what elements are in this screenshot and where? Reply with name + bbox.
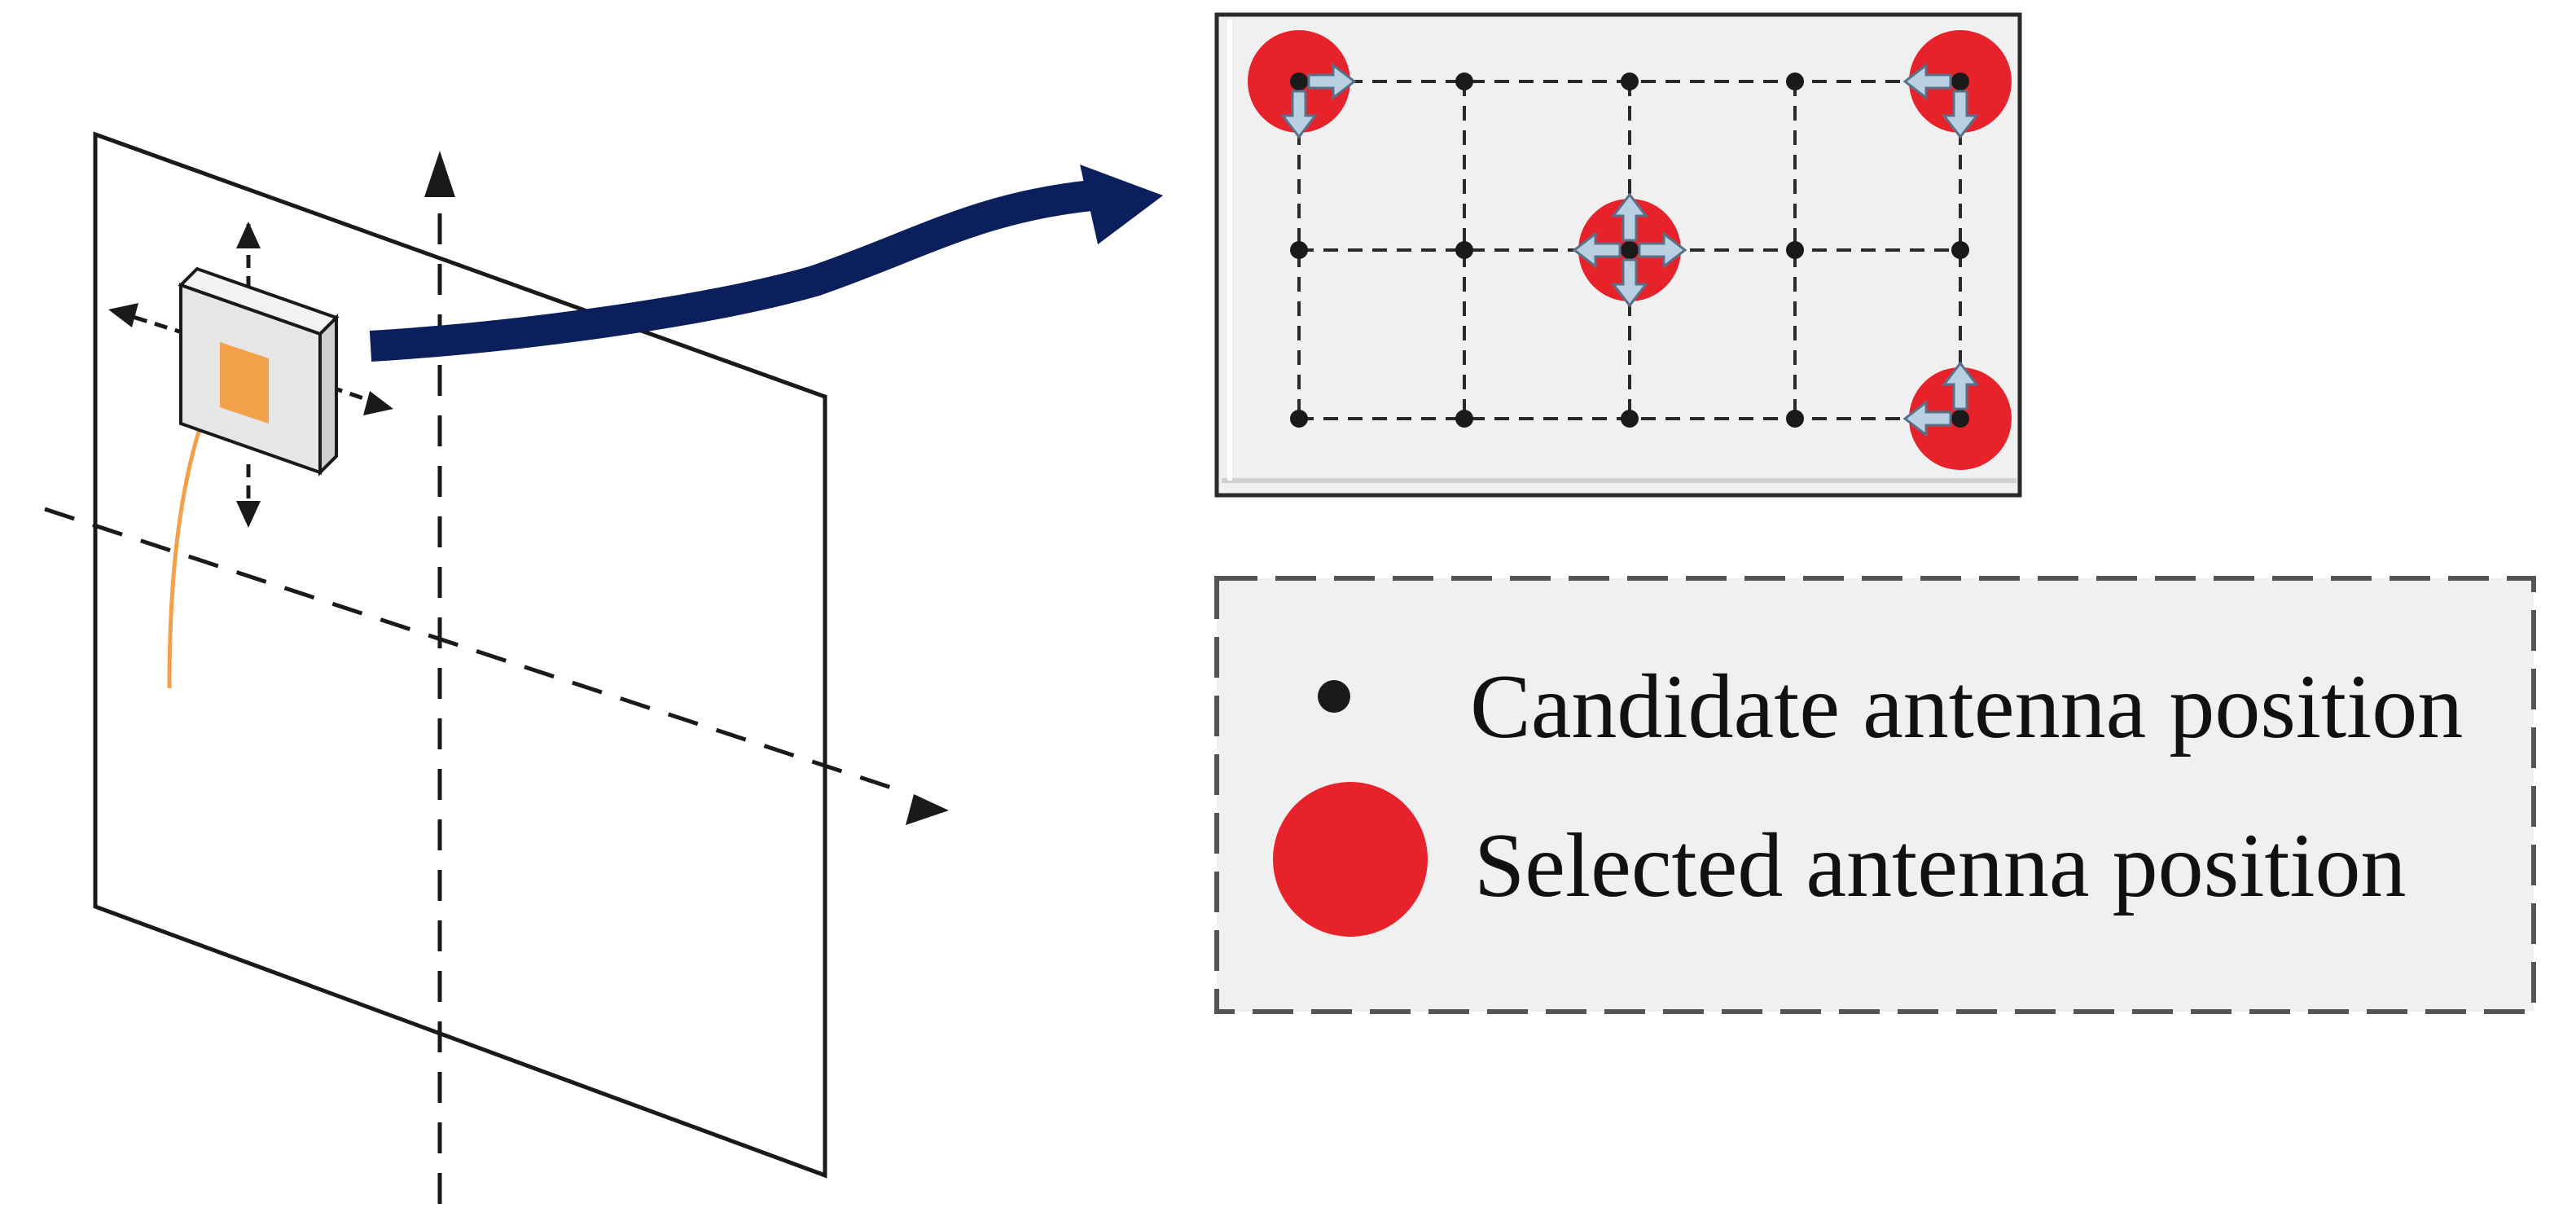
- candidate-position-dot: [1951, 410, 1969, 428]
- legend-selected-label: Selected antenna position: [1474, 815, 2407, 916]
- move-arrow-left: [1902, 399, 1952, 438]
- candidate-position-dot: [1786, 241, 1804, 259]
- move-arrow-left: [1572, 231, 1622, 270]
- legend-candidate-marker: [1318, 680, 1350, 713]
- move-left-arrowhead: [108, 303, 138, 327]
- move-right-arrowhead: [363, 391, 393, 415]
- candidate-position-dot: [1290, 72, 1308, 90]
- move-up-arrowhead: [236, 222, 261, 248]
- candidate-position-dot: [1621, 241, 1639, 259]
- candidate-position-dot: [1290, 241, 1308, 259]
- candidate-position-dot: [1621, 72, 1639, 90]
- candidate-position-dot: [1455, 410, 1473, 428]
- position-grid-panel: [1214, 12, 2022, 498]
- candidate-position-dot: [1621, 410, 1639, 428]
- move-down-arrowhead: [236, 501, 261, 528]
- movement-arrows: [1279, 62, 1980, 438]
- move-arrow-down: [1279, 90, 1319, 139]
- movable-antenna: [178, 266, 340, 476]
- legend: Candidate antenna position Selected ante…: [1214, 576, 2536, 1014]
- move-left-arrow: [129, 314, 188, 336]
- antenna-side-face: [318, 314, 338, 476]
- vertical-axis-arrowhead: [424, 151, 455, 197]
- candidate-position-dot: [1786, 410, 1804, 428]
- candidate-positions: [1290, 72, 1969, 428]
- candidate-position-dot: [1455, 241, 1473, 259]
- legend-box: [1214, 576, 2536, 1014]
- candidate-position-dot: [1455, 72, 1473, 90]
- antenna-patch: [220, 342, 269, 424]
- candidate-position-dot: [1951, 241, 1969, 259]
- zoom-arrow-head: [1080, 165, 1163, 244]
- horizontal-axis-arrowhead: [906, 794, 949, 825]
- candidate-position-dot: [1951, 72, 1969, 90]
- move-arrow-left: [1902, 62, 1952, 101]
- move-arrow-up: [1610, 192, 1649, 242]
- move-arrow-down: [1610, 258, 1649, 308]
- move-arrow-right: [1307, 62, 1357, 101]
- candidate-position-dot: [1290, 410, 1308, 428]
- antenna-plane-scene: [44, 131, 949, 1204]
- move-arrow-right: [1638, 231, 1687, 270]
- move-arrow-down: [1941, 90, 1980, 139]
- candidate-position-dot: [1786, 72, 1804, 90]
- zoom-arrow-shaft: [369, 180, 1094, 362]
- legend-candidate-label: Candidate antenna position: [1470, 656, 2463, 758]
- zoom-arrow: [369, 165, 1163, 362]
- legend-selected-marker: [1273, 782, 1428, 937]
- move-arrow-up: [1941, 361, 1980, 411]
